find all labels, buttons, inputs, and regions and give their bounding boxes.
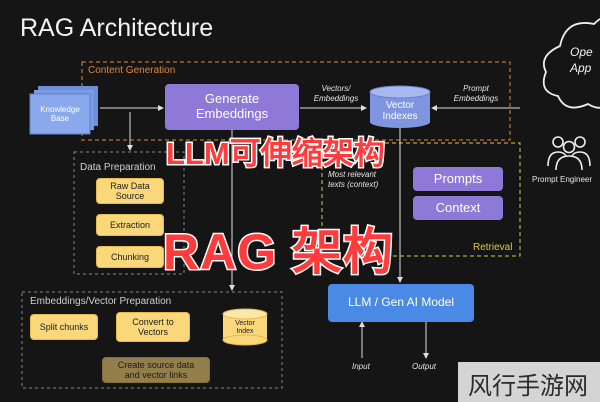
embeddings-prep-label: Embeddings/Vector Preparation [30,296,172,307]
output-label: Output [412,362,437,371]
raw-data-source-node: Raw Data Source [96,178,164,204]
vector-indexes-node: Vector Indexes [382,99,418,123]
create-source-links-node: Create source data and vector links [102,357,210,383]
split-chunks-node: Split chunks [30,314,98,340]
vector-index-cylinder [222,308,268,346]
retrieval-label: Retrieval [473,242,513,253]
prompts-node: Prompts [413,167,503,191]
generate-embeddings-node: Generate Embeddings [165,84,299,130]
convert-to-vectors-node: Convert to Vectors [116,312,190,342]
most-relevant-label: Most relevant texts (context) [328,170,379,189]
openai-app-label: Ope App [570,45,593,76]
context-node: Context [413,196,503,220]
vector-index-node: Vector Index [235,319,255,335]
watermark-background [458,362,600,402]
overlay-llm-text: LLM可伸缩架构 [165,135,387,173]
chunking-node: Chunking [96,246,164,268]
openai-app-cloud [542,18,600,109]
llm-model-node: LLM / Gen AI Model [328,284,474,322]
page-title: RAG Architecture [20,14,214,42]
data-preparation-border [73,151,185,275]
knowledge-base-stack [29,86,98,135]
retrieval-border [321,142,521,257]
prompt-engineer-icon [547,136,591,171]
prompt-engineer-label: Prompt Engineer [532,175,593,184]
vector-indexes-cylinder [369,85,431,128]
extraction-node: Extraction [96,214,164,236]
data-preparation-label: Data Preparation [80,162,156,173]
overlay-rag-text: RAG 架构 [162,223,395,282]
knowledge-base-node: Knowledge Base [40,104,80,123]
watermark-text: 风行手游网 [468,372,588,400]
embeddings-prep-border [21,291,283,389]
input-label: Input [352,362,370,371]
prompt-embeddings-label: Prompt Embeddings [453,84,499,103]
content-generation-label: Content Generation [88,65,176,76]
vectors-embeddings-label: Vectors/ Embeddings [313,84,359,103]
